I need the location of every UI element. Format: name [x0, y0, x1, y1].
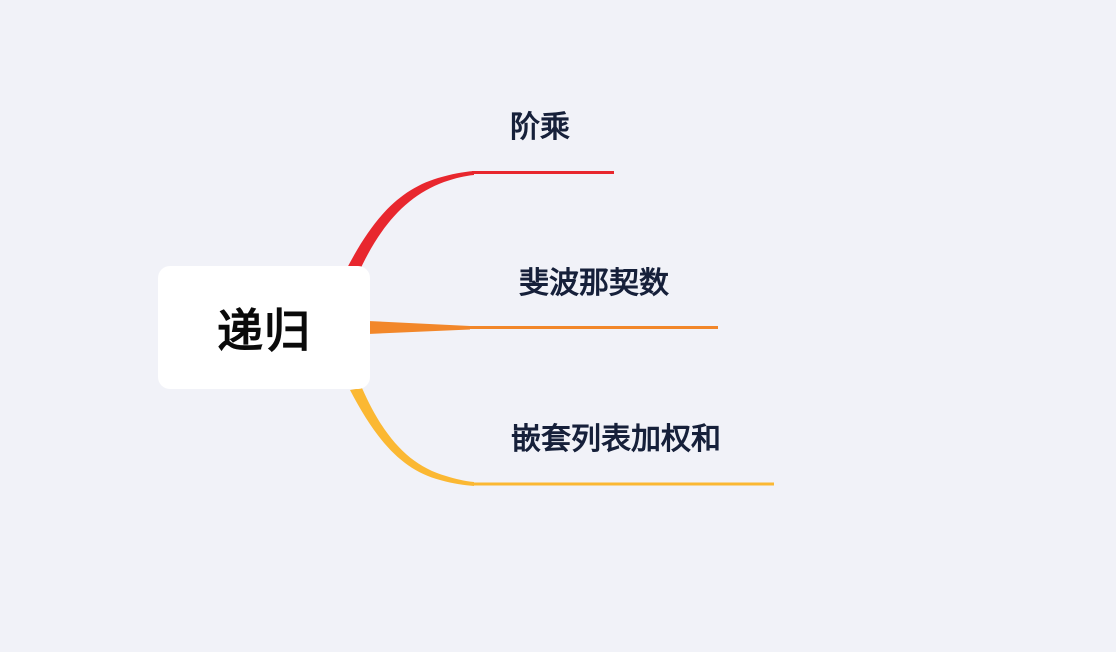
branch-factorial: [346, 171, 474, 274]
root-topic-node[interactable]: 递归: [158, 266, 370, 389]
topic-nested-list-weighted-sum[interactable]: 嵌套列表加权和: [511, 422, 721, 457]
branch-fibonacci: [368, 321, 470, 334]
topic-factorial[interactable]: 阶乘: [510, 110, 570, 145]
branch-nested: [350, 388, 474, 486]
root-topic-label: 递归: [217, 303, 311, 358]
topic-fibonacci[interactable]: 斐波那契数: [519, 266, 669, 301]
